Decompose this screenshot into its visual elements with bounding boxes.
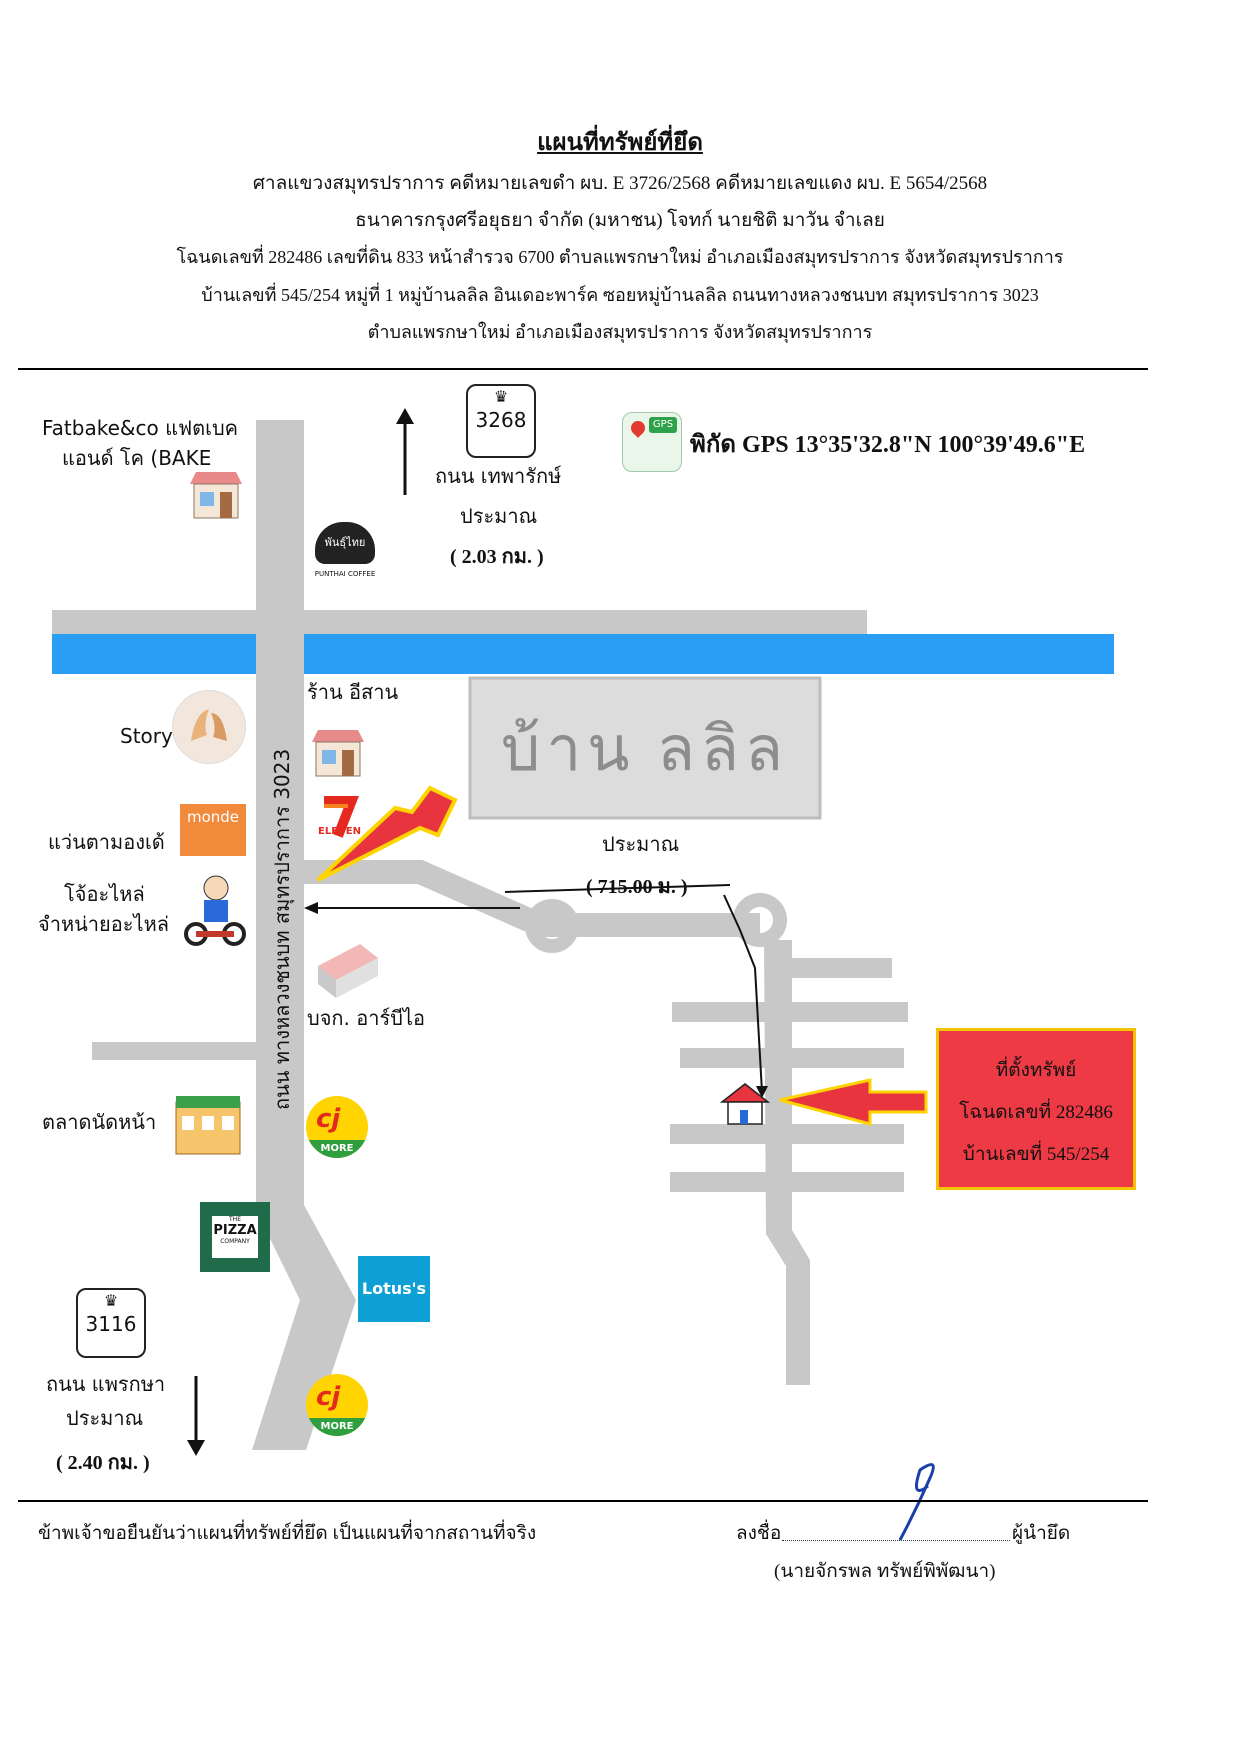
header-address-line: บ้านเลขที่ 545/254 หมู่ที่ 1 หมู่บ้านลลิ… [201,285,1039,305]
village-sign-text: บ้าน ลลิล [500,716,790,784]
cj-mark-2: cj [316,1382,341,1412]
cj-more-logo-1: cj MORE [306,1096,368,1158]
route-3268-number: 3268 [475,408,527,432]
gps-icon-text: GPS [649,417,677,433]
monde-logo: monde [180,804,246,856]
roundabout-west [525,899,579,953]
emblem-icon: ♛ [493,387,509,406]
south-approx-label: ประมาณ [66,1406,144,1430]
village-soi-3 [680,1048,904,1068]
property-box-deed: โฉนดเลขที่ 282486 [959,1102,1113,1123]
header-deed-line: โฉนดเลขที่ 282486 เลขที่ดิน 833 หน้าสำรว… [176,247,1064,267]
page-title: แผนที่ทรัพย์ที่ยึด [537,130,703,156]
isan-shop-icon [308,728,368,782]
canal [52,634,1114,674]
property-box-title: ที่ตั้งทรัพย์ [995,1060,1077,1081]
signature-role: ผู้นำยึด [1012,1523,1071,1544]
bakery-shop-icon [186,470,246,524]
village-soi-2 [672,1002,908,1022]
cj-bar-2: MORE [306,1418,368,1436]
header-district-line: ตำบลแพรกษาใหม่ อำเภอเมืองสมุทรปราการ จัง… [367,322,873,342]
motorbike-rider-icon [182,872,248,948]
property-pointer-arrow [779,1078,928,1126]
signatory-name: (นายจักรพล ทรัพย์พิพัฒนา) [774,1561,996,1582]
punthai-caption: PUNTHAI COFFEE [314,570,376,578]
south-distance: ( 2.40 กม. ) [56,1452,150,1474]
cj-mark-1: cj [316,1104,341,1134]
header-divider [18,368,1148,370]
lotus-logo: Lotus's [358,1256,430,1322]
main-road-3023 [252,420,356,1450]
story-hands-icon [172,690,246,764]
entrance-marker-icon [316,785,458,882]
pizza-company-logo: THE PIZZA COMPANY [200,1202,270,1272]
header-parties-line: ธนาคารกรุงศรีอยุธยา จำกัด (มหาชน) โจทก์ … [355,210,885,231]
gps-map-icon: GPS [622,412,682,472]
location-pin-icon [628,418,648,438]
fatbake-label-line1: Fatbake&co แฟตเบค [42,416,239,440]
rbi-label: บจก. อาร์บีไอ [307,1006,425,1030]
route-3268-shield: ♛ 3268 [466,384,536,458]
seven-eleven-text: ELEVEN [318,826,361,837]
route-3116-shield: ♛ 3116 [76,1288,146,1358]
punthai-logo-mark: พันธุ์ไทย [315,522,375,564]
main-road-label: ถนน ทางหลวงชนบท สมุทรปราการ 3023 [270,748,294,1110]
market-label: ตลาดนัดหน้า [42,1110,157,1134]
isan-shop-label: ร้าน อีสาน [307,680,399,704]
cj-more-logo-2: cj MORE [306,1374,368,1436]
seven-eleven-logo: ELEVEN [318,795,361,854]
east-west-road [52,610,867,634]
village-soi-1 [792,958,892,978]
house-icon [719,1083,771,1125]
footer-divider [18,1500,1148,1502]
signature-label: ลงชื่อ [736,1523,782,1544]
property-box-house: บ้านเลขที่ 545/254 [962,1144,1110,1165]
pizza-top: THE [229,1216,241,1223]
signature-line [782,1540,1010,1541]
north-distance: ( 2.03 กม. ) [450,546,544,568]
punthai-coffee-logo: พันธุ์ไทย PUNTHAI COFFEE [312,522,378,586]
route-line [723,894,763,1093]
emblem-icon: ♛ [103,1291,119,1310]
north-road-label: ถนน เทพารักษ์ [435,464,562,488]
signature-mark [898,1463,935,1541]
route-3116-number: 3116 [85,1312,137,1336]
footer-statement: ข้าพเจ้าขอยืนยันว่าแผนที่ทรัพย์ที่ยึด เป… [38,1523,537,1544]
header-court-line: ศาลแขวงสมุทรปราการ คดีหมายเลขดำ ผบ. E 37… [252,173,988,194]
rbi-building-icon [312,936,384,1002]
side-road-distance: ( 715.00 ม. ) [586,876,688,898]
story-label: Story [120,724,173,748]
south-road-label: ถนน แพรกษา [46,1372,166,1396]
village-soi-5 [670,1172,904,1192]
spare-parts-label-1: โจ้อะไหล่ [64,882,145,906]
monde-label: แว่นตามองเด้ [48,830,165,854]
north-approx-label: ประมาณ [460,504,538,528]
fatbake-label-line2: แอนด์ โค (BAKE [62,446,212,470]
village-sign-board [468,676,822,820]
cj-bar-1: MORE [306,1140,368,1158]
pizza-text: PIZZA [213,1223,257,1238]
side-road-approx: ประมาณ [602,832,680,856]
pizza-bottom: COMPANY [220,1238,250,1245]
spare-parts-label-2: จำหน่ายอะไหล่ [38,912,170,936]
property-location-box: ที่ตั้งทรัพย์ โฉนดเลขที่ 282486 บ้านเลขท… [936,1028,1136,1190]
market-building-icon [172,1092,244,1158]
village-soi-4 [670,1124,904,1144]
gps-coordinates: พิกัด GPS 13°35'32.8"N 100°39'49.6"E [690,432,1086,458]
village-access-road [304,860,760,937]
west-side-road [92,1042,256,1060]
roundabout-east [733,893,787,947]
